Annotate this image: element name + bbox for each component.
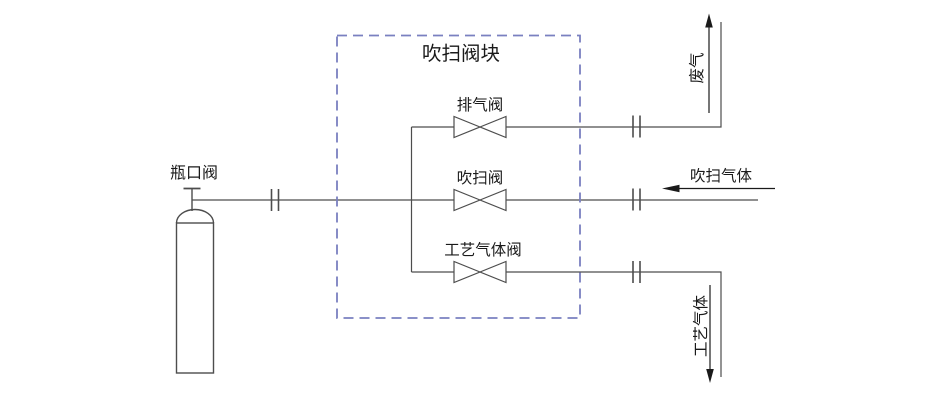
cylinder-body <box>175 222 215 374</box>
valve-block-boundary <box>336 34 581 319</box>
cylinder-dome <box>175 208 215 224</box>
purge-valve-symbol <box>453 188 507 212</box>
vent-valve-symbol <box>453 115 507 139</box>
process-gas-valve-label: 工艺气体阀 <box>444 241 522 259</box>
process-gas-arrowhead-icon <box>706 369 714 383</box>
process-gas-valve-symbol <box>453 260 507 284</box>
purge-gas-arrowhead-icon <box>662 184 680 193</box>
process-branch-pipe-right <box>506 271 722 377</box>
vent-valve-label: 排气阀 <box>457 96 504 114</box>
union-fitting-vent <box>632 115 641 138</box>
flow-arrows <box>662 13 775 383</box>
purge-valve-label: 吹扫阀 <box>457 169 504 187</box>
waste-gas-label: 废气 <box>688 52 706 83</box>
valve-symbols <box>453 115 507 284</box>
waste-gas-arrowhead-icon <box>705 13 713 28</box>
diagram-labels: 吹扫阀块 瓶口阀 排气阀 吹扫阀 工艺气体阀 废气 吹扫气体 工艺气体 <box>170 43 753 357</box>
purge-gas-label: 吹扫气体 <box>690 167 753 185</box>
pipes <box>192 22 758 377</box>
union-fitting-purge <box>632 188 641 211</box>
gas-cylinder <box>175 187 215 374</box>
vent-branch-pipe-right <box>506 22 722 128</box>
cylinder-valve-label: 瓶口阀 <box>170 164 218 182</box>
union-fitting-main <box>270 189 280 211</box>
union-fitting-process <box>632 261 641 283</box>
valve-block-title: 吹扫阀块 <box>422 43 500 65</box>
process-gas-label: 工艺气体 <box>692 295 710 358</box>
